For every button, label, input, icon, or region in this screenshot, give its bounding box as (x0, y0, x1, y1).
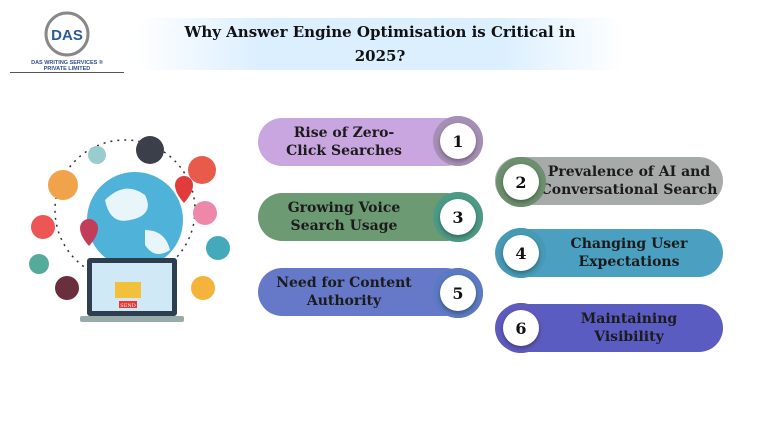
svg-text:DAS: DAS (51, 27, 83, 44)
step-number-5: 5 (440, 275, 476, 311)
step-number-6: 6 (503, 310, 539, 346)
avatar-icons (29, 136, 230, 300)
step-label: Rise of Zero-Click Searches (286, 125, 402, 159)
step-5: Need for Content Authority (258, 268, 470, 316)
logo: DAS (40, 10, 94, 64)
location-pin-icon (80, 219, 98, 246)
send-label: SEND (120, 303, 135, 309)
step-number-4: 4 (503, 235, 539, 271)
globe-icon (87, 172, 183, 268)
envelope-icon (115, 282, 141, 298)
step-label: Prevalence of AI and Conversational Sear… (540, 164, 718, 198)
step-number-3: 3 (440, 199, 476, 235)
step-label: Need for Content Authority (276, 275, 412, 309)
company-name: DAS WRITING SERVICES ® PRIVATE LIMITED (2, 60, 132, 73)
title-band (135, 18, 625, 70)
company-line-2: PRIVATE LIMITED (10, 66, 124, 73)
page-title: Why Answer Engine Optimisation is Critic… (184, 23, 576, 65)
step-label: Changing User Expectations (570, 236, 688, 270)
step-label: Growing Voice Search Usage (287, 200, 401, 234)
step-number-2: 2 (503, 164, 539, 200)
network-illustration: SEND (29, 136, 230, 322)
step-number-1: 1 (440, 123, 476, 159)
step-label: Maintaining Visibility (580, 311, 678, 345)
company-line-1: DAS WRITING SERVICES ® (31, 60, 103, 66)
location-pin-icon (175, 176, 193, 203)
